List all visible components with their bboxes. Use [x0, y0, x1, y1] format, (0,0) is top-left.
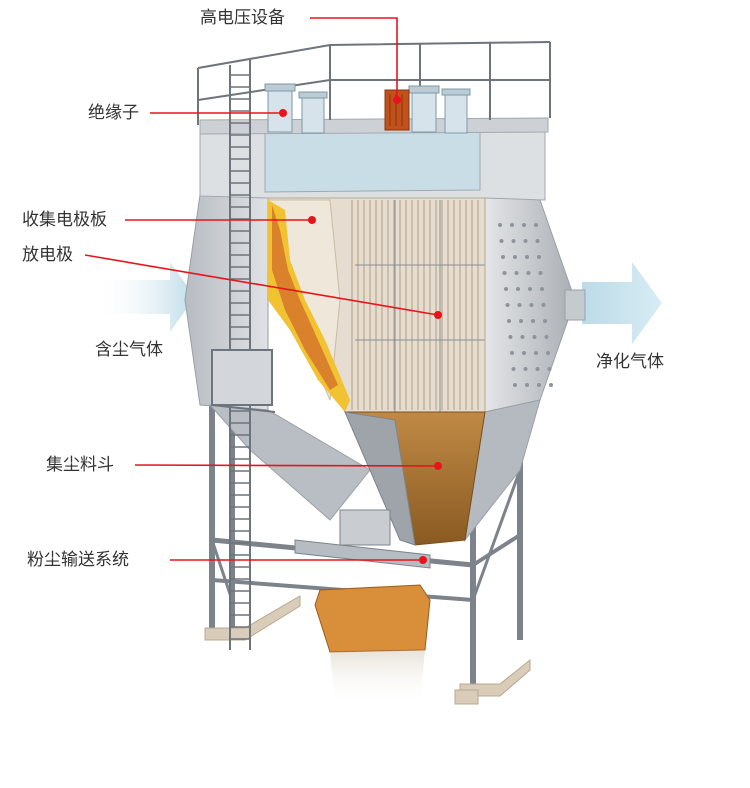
- perforation-hole: [537, 255, 541, 259]
- perforation-hole: [507, 319, 511, 323]
- perforation-hole: [534, 223, 538, 227]
- perforation-hole: [506, 303, 510, 307]
- dot-discharge-electrode: [434, 311, 442, 319]
- perforation-hole: [549, 383, 553, 387]
- perforation-hole: [509, 335, 513, 339]
- perforation-hole: [518, 303, 522, 307]
- perforation-hole: [500, 239, 504, 243]
- perforation-hole: [513, 255, 517, 259]
- dot-high-voltage: [393, 96, 401, 104]
- label-insulator: 绝缘子: [88, 103, 139, 123]
- perforation-hole: [522, 351, 526, 355]
- perforation-hole: [515, 271, 519, 275]
- side-platform: [212, 350, 275, 412]
- dot-insulator: [279, 109, 287, 117]
- perforation-hole: [498, 223, 502, 227]
- perforation-hole: [513, 383, 517, 387]
- perforation-hole: [531, 319, 535, 323]
- perforation-hole: [516, 287, 520, 291]
- perforation-hole: [536, 239, 540, 243]
- perforation-hole: [536, 367, 540, 371]
- perforation-hole: [542, 303, 546, 307]
- perforation-hole: [525, 383, 529, 387]
- leader-dust-hopper: [135, 465, 438, 466]
- perforation-hole: [534, 351, 538, 355]
- perforation-hole: [543, 319, 547, 323]
- clean-gas-arrow: [582, 262, 662, 344]
- perforation-hole: [512, 367, 516, 371]
- perforation-hole: [528, 287, 532, 291]
- perforation-hole: [540, 287, 544, 291]
- leader-high-voltage: [310, 18, 397, 100]
- perforation-hole: [533, 335, 537, 339]
- perforation-hole: [510, 223, 514, 227]
- perforation-hole: [522, 223, 526, 227]
- perforation-hole: [510, 351, 514, 355]
- label-discharge-electrode: 放电极: [22, 245, 73, 265]
- perforation-hole: [503, 271, 507, 275]
- perforation-hole: [545, 335, 549, 339]
- perforation-hole: [546, 351, 550, 355]
- label-clean-gas: 净化气体: [596, 352, 664, 372]
- perforation-hole: [530, 303, 534, 307]
- dust-bin: [315, 585, 430, 705]
- perforation-hole: [521, 335, 525, 339]
- perforation-hole: [512, 239, 516, 243]
- dot-collecting-plate: [308, 216, 316, 224]
- perforation-hole: [524, 239, 528, 243]
- roof-deck: [200, 118, 548, 200]
- dusty-gas-arrow: [95, 262, 195, 332]
- perforation-hole: [539, 271, 543, 275]
- dot-dust-conveying: [419, 556, 427, 564]
- perforation-hole: [519, 319, 523, 323]
- perforation-hole: [525, 255, 529, 259]
- dot-dust-hopper: [434, 462, 442, 470]
- label-high-voltage-equipment: 高电压设备: [200, 8, 285, 28]
- label-dusty-gas: 含尘气体: [95, 340, 163, 360]
- perforation-hole: [524, 367, 528, 371]
- perforation-hole: [537, 383, 541, 387]
- label-dust-hopper: 集尘料斗: [46, 455, 114, 475]
- label-dust-conveying-system: 粉尘输送系统: [27, 550, 129, 570]
- perforation-hole: [501, 255, 505, 259]
- perforation-hole: [548, 367, 552, 371]
- perforation-hole: [527, 271, 531, 275]
- perforation-hole: [504, 287, 508, 291]
- label-collecting-plate: 收集电极板: [22, 210, 107, 230]
